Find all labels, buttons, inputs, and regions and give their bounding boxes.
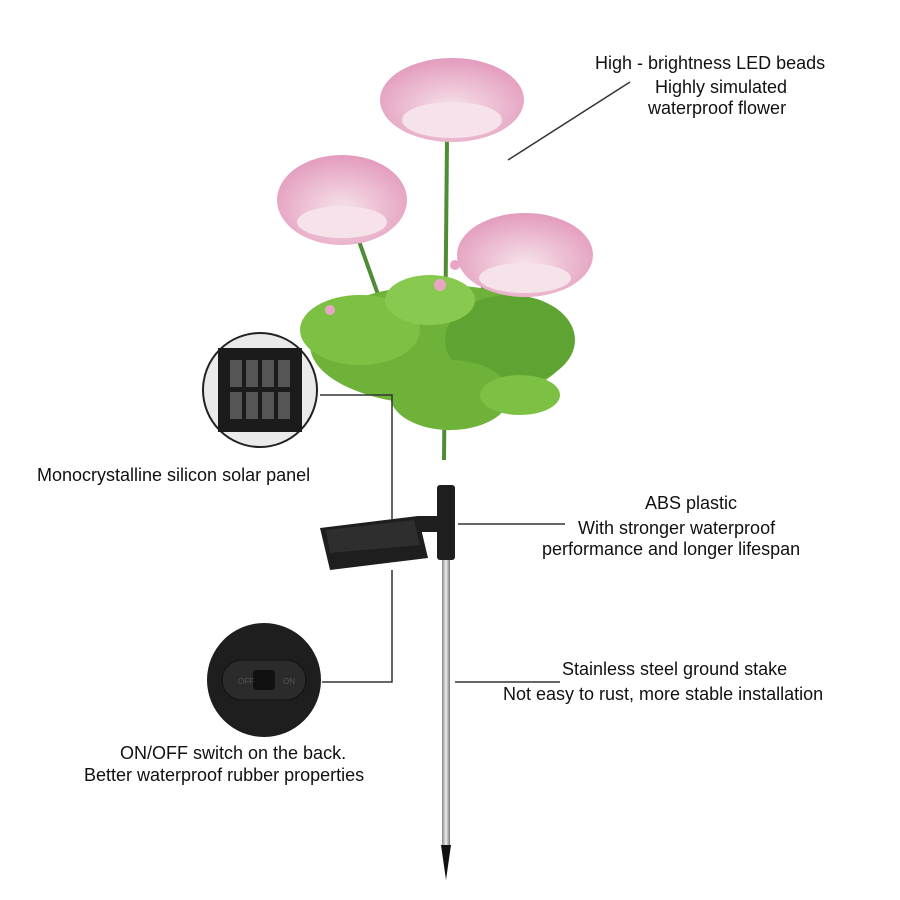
solar-detail — [202, 332, 318, 448]
solar-panel-side — [320, 516, 440, 570]
switch-feature-line1: ON/OFF switch on the back. — [120, 743, 347, 763]
led-feature-title: High - brightness LED beads — [595, 53, 826, 73]
stake-feature-title: Stainless steel ground stake — [562, 659, 788, 679]
stake-feature-line1: Not easy to rust, more stable installati… — [503, 684, 824, 704]
flower-left — [277, 155, 407, 245]
abs-feature-line2: performance and longer lifespan — [542, 539, 801, 559]
led-feature-line1: Highly simulated — [655, 77, 788, 97]
foliage — [300, 260, 575, 430]
solar-panel-label: Monocrystalline silicon solar panel — [37, 465, 311, 485]
callout-lines — [320, 81, 631, 683]
flower-top — [380, 58, 524, 142]
led-feature-line2: waterproof flower — [648, 98, 787, 118]
svg-text:OFF: OFF — [238, 677, 254, 686]
flower-right — [457, 213, 593, 297]
svg-text:ON: ON — [283, 677, 295, 686]
abs-feature-line1: With stronger waterproof — [578, 518, 776, 538]
ground-stake — [437, 485, 455, 880]
switch-feature-line2: Better waterproof rubber properties — [84, 765, 365, 785]
abs-feature-title: ABS plastic — [645, 493, 738, 513]
switch-detail: OFF ON — [207, 623, 321, 737]
